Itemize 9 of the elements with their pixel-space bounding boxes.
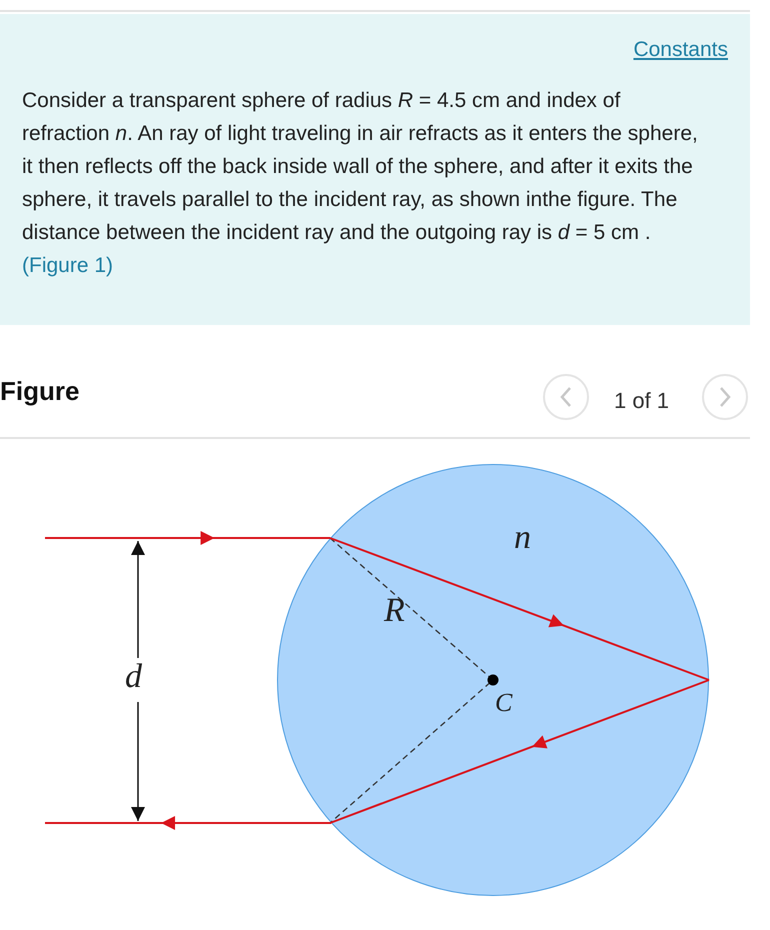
problem-text: Consider a transparent sphere of radius R = 4.5 cm and index of refraction n. An ray of light traveling in air refracts as it enters the sphere, it then reflects off the back inside wall of the sphere, and after it exits the sphere, it travels parallel to the incident ray, as shown inthe figure. The distance between the incident ray and the outgoing ray is d = 5 cm . (Figure 1)	[22, 88, 699, 279]
distance-label: d	[125, 658, 142, 696]
index-label: n	[514, 519, 531, 557]
center-label: C	[495, 688, 512, 718]
constants-link: Constants	[633, 38, 728, 62]
page-counter: 1 of 1	[614, 388, 670, 414]
figure-heading: Figure	[0, 376, 80, 407]
radius-label: R	[384, 592, 405, 630]
figure-link: (Figure 1)	[22, 254, 114, 277]
